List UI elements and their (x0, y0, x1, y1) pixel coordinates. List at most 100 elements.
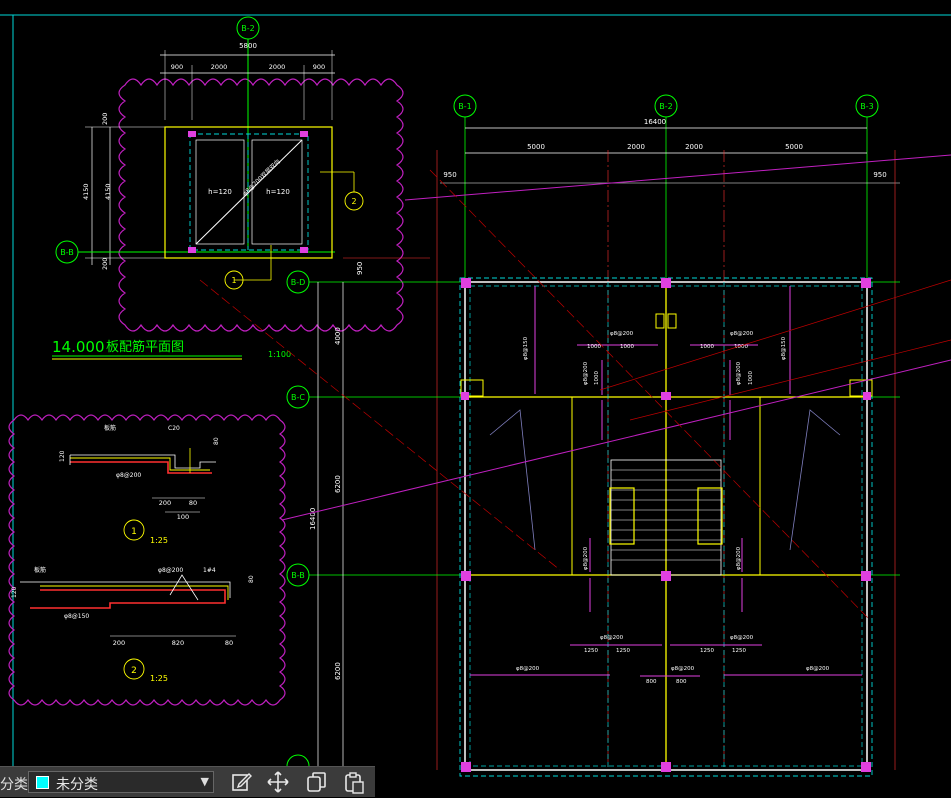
svg-text:1000: 1000 (700, 344, 714, 350)
svg-text:板配筋平面图: 板配筋平面图 (106, 339, 184, 355)
svg-text:950: 950 (356, 262, 364, 275)
svg-text:1000: 1000 (587, 344, 601, 350)
svg-text:2: 2 (351, 197, 356, 206)
svg-text:2000: 2000 (627, 143, 645, 151)
svg-text:B-1: B-1 (458, 102, 471, 111)
svg-text:B-2: B-2 (659, 102, 672, 111)
svg-text:14.000: 14.000 (52, 338, 105, 356)
svg-text:5000: 5000 (785, 143, 803, 151)
svg-text:16400: 16400 (309, 508, 317, 530)
move-icon (267, 771, 289, 793)
svg-text:φ8@200: φ8@200 (806, 666, 830, 672)
svg-text:6200: 6200 (334, 475, 342, 493)
svg-text:φ8@150: φ8@150 (781, 336, 787, 360)
svg-text:900: 900 (313, 63, 325, 71)
svg-text:1000: 1000 (748, 371, 754, 385)
svg-text:φ8@200: φ8@200 (583, 361, 589, 385)
svg-text:φ8@200: φ8@200 (600, 635, 624, 641)
svg-text:1250: 1250 (616, 648, 630, 654)
svg-text:B-B: B-B (291, 571, 305, 580)
svg-text:φ8@200: φ8@200 (610, 331, 634, 337)
layer-dropdown[interactable]: 未分类 ▼ (28, 771, 214, 793)
svg-text:80: 80 (189, 499, 197, 507)
drawing-title: 14.000 板配筋平面图 1:100 (52, 338, 291, 360)
svg-text:φ8@150: φ8@150 (64, 613, 89, 620)
svg-text:4000: 4000 (334, 327, 342, 345)
paste-button[interactable] (341, 770, 367, 794)
svg-text:φ8@200: φ8@200 (730, 331, 754, 337)
svg-text:φ8@200: φ8@200 (736, 546, 742, 570)
svg-text:200: 200 (101, 258, 109, 270)
svg-text:80: 80 (225, 639, 233, 647)
detail-plan: B-2 5800 900 2000 2000 900 200 4150 200 … (55, 16, 404, 332)
svg-text:h=120: h=120 (208, 188, 232, 196)
svg-text:1: 1 (231, 276, 236, 285)
svg-text:1250: 1250 (732, 648, 746, 654)
layer-toolbar: 分类 未分类 ▼ (0, 766, 375, 797)
svg-text:800: 800 (646, 679, 657, 685)
svg-text:2000: 2000 (685, 143, 703, 151)
detail-overall-dim: 5800 (239, 42, 257, 50)
svg-text:φ8@200: φ8@200 (730, 635, 754, 641)
main-plan: B-1 B-2 B-3 16400 5000 2000 2000 5000 95… (199, 94, 951, 778)
svg-text:1:25: 1:25 (150, 674, 168, 683)
layer-name: 未分类 (56, 777, 98, 793)
svg-text:4150: 4150 (82, 183, 90, 200)
svg-text:2000: 2000 (211, 63, 228, 71)
svg-text:2000: 2000 (269, 63, 286, 71)
svg-text:1000: 1000 (620, 344, 634, 350)
svg-text:φ8@200: φ8@200 (671, 666, 695, 672)
svg-text:B-D: B-D (291, 278, 306, 287)
svg-text:B-C: B-C (291, 393, 305, 402)
svg-text:80: 80 (248, 575, 255, 583)
svg-text:950: 950 (873, 171, 886, 179)
svg-text:16400: 16400 (644, 118, 666, 126)
layer-color-swatch (36, 776, 49, 789)
svg-text:1:25: 1:25 (150, 536, 168, 545)
copy-button[interactable] (304, 770, 330, 794)
svg-text:C20: C20 (168, 425, 180, 432)
svg-text:4150: 4150 (104, 183, 112, 200)
svg-text:1000: 1000 (734, 344, 748, 350)
svg-text:820: 820 (172, 639, 184, 647)
detail-axis-top: B-2 (241, 24, 254, 33)
svg-text:1250: 1250 (584, 648, 598, 654)
chevron-down-icon: ▼ (200, 775, 209, 788)
svg-text:120: 120 (11, 586, 18, 598)
svg-text:1#4: 1#4 (203, 567, 216, 574)
svg-text:1250: 1250 (700, 648, 714, 654)
svg-text:φ8@200: φ8@200 (116, 472, 141, 479)
svg-text:φ8@200: φ8@200 (583, 546, 589, 570)
svg-text:120: 120 (59, 450, 66, 462)
svg-text:950: 950 (443, 171, 456, 179)
copy-icon (307, 772, 326, 792)
svg-text:800: 800 (676, 679, 687, 685)
svg-text:6200: 6200 (334, 662, 342, 680)
svg-text:1:100: 1:100 (268, 350, 291, 359)
svg-text:φ8@200: φ8@200 (158, 567, 183, 574)
svg-text:200: 200 (159, 499, 171, 507)
svg-text:200: 200 (113, 639, 125, 647)
svg-text:B-3: B-3 (860, 102, 873, 111)
section-1-number: 1 (131, 527, 137, 537)
category-label: 分类 (0, 777, 28, 793)
svg-text:φ8@200: φ8@200 (516, 666, 540, 672)
edit-button[interactable] (228, 770, 254, 794)
svg-text:1000: 1000 (594, 371, 600, 385)
svg-text:100: 100 (177, 513, 189, 521)
svg-text:φ8@200: φ8@200 (736, 361, 742, 385)
section-2-number: 2 (131, 666, 137, 676)
move-button[interactable] (265, 770, 291, 794)
svg-text:板筋: 板筋 (34, 566, 46, 574)
svg-text:5000: 5000 (527, 143, 545, 151)
svg-text:80: 80 (213, 437, 220, 445)
svg-text:φ8@150: φ8@150 (523, 336, 529, 360)
edit-icon (232, 773, 252, 791)
svg-text:板筋: 板筋 (104, 424, 116, 432)
svg-text:h=120: h=120 (266, 188, 290, 196)
paste-icon (345, 772, 364, 794)
section-details: 板筋 C20 φ8@200 200 80 100 120 80 1 1:25 板… (8, 414, 286, 706)
svg-text:B-B: B-B (60, 248, 74, 257)
svg-text:900: 900 (171, 63, 183, 71)
